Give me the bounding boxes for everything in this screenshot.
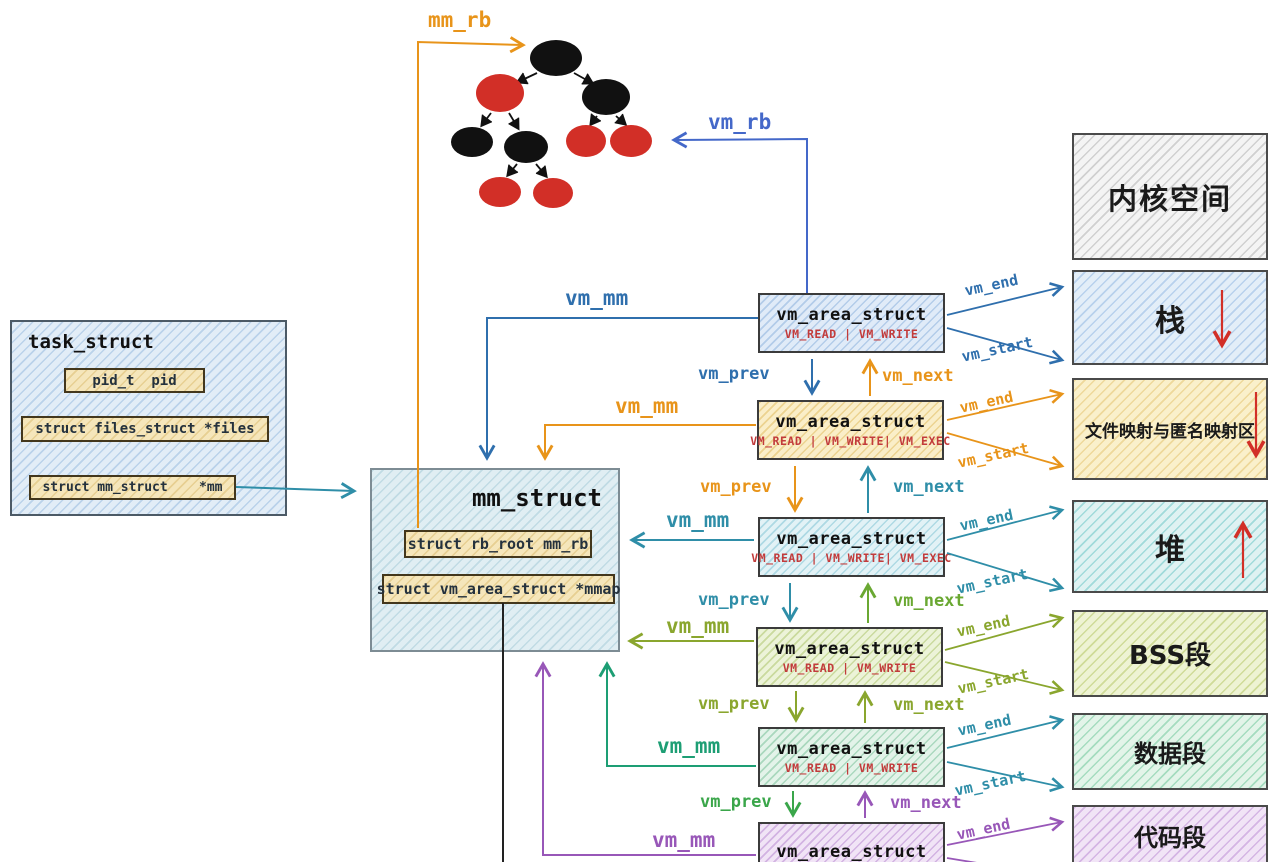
label-vm-start-1: vm_start [960, 332, 1035, 366]
vma-title: vm_area_struct [775, 412, 926, 432]
label-vm-start-5: vm_start [953, 766, 1028, 800]
label-vm-end-3: vm_end [958, 505, 1015, 535]
tree-node-red [533, 178, 573, 208]
label-vm-mm-6: vm_mm [652, 828, 716, 852]
segment-kernel-space: 内核空间 [1072, 133, 1268, 260]
label-vm-next-4: vm_next [893, 695, 965, 715]
segment-label: 文件映射与匿名映射区 [1085, 421, 1255, 442]
segment-label: BSS段 [1128, 641, 1212, 671]
label-vm-mm-4: vm_mm [666, 614, 730, 638]
segment-label: 栈 [1155, 303, 1185, 339]
vma-box-2: vm_area_struct VM_READ | VM_WRITE| VM_EX… [750, 400, 950, 460]
segment-label: 数据段 [1134, 740, 1206, 768]
label-vm-start-2: vm_start [956, 438, 1031, 472]
label-vm-next-3: vm_next [893, 591, 965, 611]
vma-box-5: vm_area_struct VM_READ | VM_WRITE [758, 727, 945, 787]
vma-title: vm_area_struct [774, 639, 925, 659]
label-vm-end-4: vm_end [955, 611, 1012, 641]
segment-label: 堆 [1155, 532, 1185, 568]
vma-flags: VM_READ | VM_WRITE [784, 327, 919, 341]
segment-label: 内核空间 [1107, 181, 1232, 216]
field-pid: pid_t pid [64, 368, 205, 393]
tree-node-red [479, 177, 521, 207]
label-vm-end-5: vm_end [956, 710, 1013, 740]
label-vm-mm-1: vm_mm [565, 286, 629, 310]
vma-title: vm_area_struct [776, 305, 927, 325]
tree-node-black [504, 131, 548, 163]
vma-box-3: vm_area_struct VM_READ | VM_WRITE| VM_EX… [751, 517, 951, 577]
label-vm-prev-3: vm_prev [698, 590, 770, 610]
segment-code: 代码段 [1072, 805, 1268, 862]
segment-stack: 栈 [1072, 270, 1268, 365]
vma-flags: VM_READ | VM_WRITE| VM_EXEC [750, 434, 951, 448]
vma-flags: VM_READ | VM_WRITE| VM_EXEC [751, 551, 952, 565]
task-struct-title: task_struct [28, 331, 154, 353]
pointer-mm-rb [417, 36, 526, 528]
pointer-vm-rb [671, 131, 808, 293]
mm-struct-box: mm_struct struct rb_root mm_rb struct vm… [370, 468, 620, 652]
field-mm: struct mm_struct *mm [29, 475, 236, 500]
tree-node-red [476, 74, 524, 112]
segment-data: 数据段 [1072, 713, 1268, 790]
label-vm-end-6: vm_end [955, 814, 1012, 844]
vma-box-1: vm_area_struct VM_READ | VM_WRITE [758, 293, 945, 353]
label-vm-end-2: vm_end [958, 387, 1015, 417]
label-mm-rb: mm_rb [428, 8, 492, 32]
label-vm-prev-4: vm_prev [698, 694, 770, 714]
vma-title: vm_area_struct [776, 529, 927, 549]
tree-node-black [582, 79, 630, 115]
label-vm-end-1: vm_end [963, 270, 1020, 300]
vma-box-6: vm_area_struct [758, 822, 945, 862]
label-vm-next-5: vm_next [890, 793, 962, 813]
segment-heap: 堆 [1072, 500, 1268, 593]
vma-title: vm_area_struct [776, 842, 927, 862]
label-vm-prev-5: vm_prev [700, 792, 772, 812]
vma-flags: VM_READ | VM_WRITE [784, 761, 919, 775]
task-struct-box: task_struct pid_t pid struct files_struc… [10, 320, 287, 516]
field-mm-rb: struct rb_root mm_rb [404, 530, 592, 558]
vma-box-4: vm_area_struct VM_READ | VM_WRITE [756, 627, 943, 687]
tree-node-red [566, 125, 606, 157]
tree-node-red [610, 125, 652, 157]
field-mmap: struct vm_area_struct *mmap [377, 574, 620, 604]
label-vm-next-1: vm_next [882, 366, 954, 386]
segment-label: 代码段 [1134, 823, 1206, 852]
label-vm-prev-1: vm_prev [698, 364, 770, 384]
label-vm-mm-5: vm_mm [657, 734, 721, 758]
tree-node-black [530, 40, 582, 76]
field-files: struct files_struct *files [21, 416, 269, 442]
label-vm-start-4: vm_start [956, 664, 1031, 698]
segment-bss: BSS段 [1072, 610, 1268, 697]
label-vm-mm-2: vm_mm [615, 394, 679, 418]
label-vm-next-2: vm_next [893, 477, 965, 497]
tree-node-black [451, 127, 493, 157]
segment-file-mapping: 文件映射与匿名映射区 [1072, 378, 1268, 480]
label-vm-rb: vm_rb [708, 110, 772, 134]
label-vm-prev-2: vm_prev [700, 477, 772, 497]
mm-struct-title: mm_struct [471, 484, 602, 512]
label-vm-mm-3: vm_mm [666, 508, 730, 532]
vma-title: vm_area_struct [776, 739, 927, 759]
vma-flags: VM_READ | VM_WRITE [782, 661, 917, 675]
rb-tree [451, 40, 652, 208]
label-vm-start-3: vm_start [955, 564, 1030, 598]
